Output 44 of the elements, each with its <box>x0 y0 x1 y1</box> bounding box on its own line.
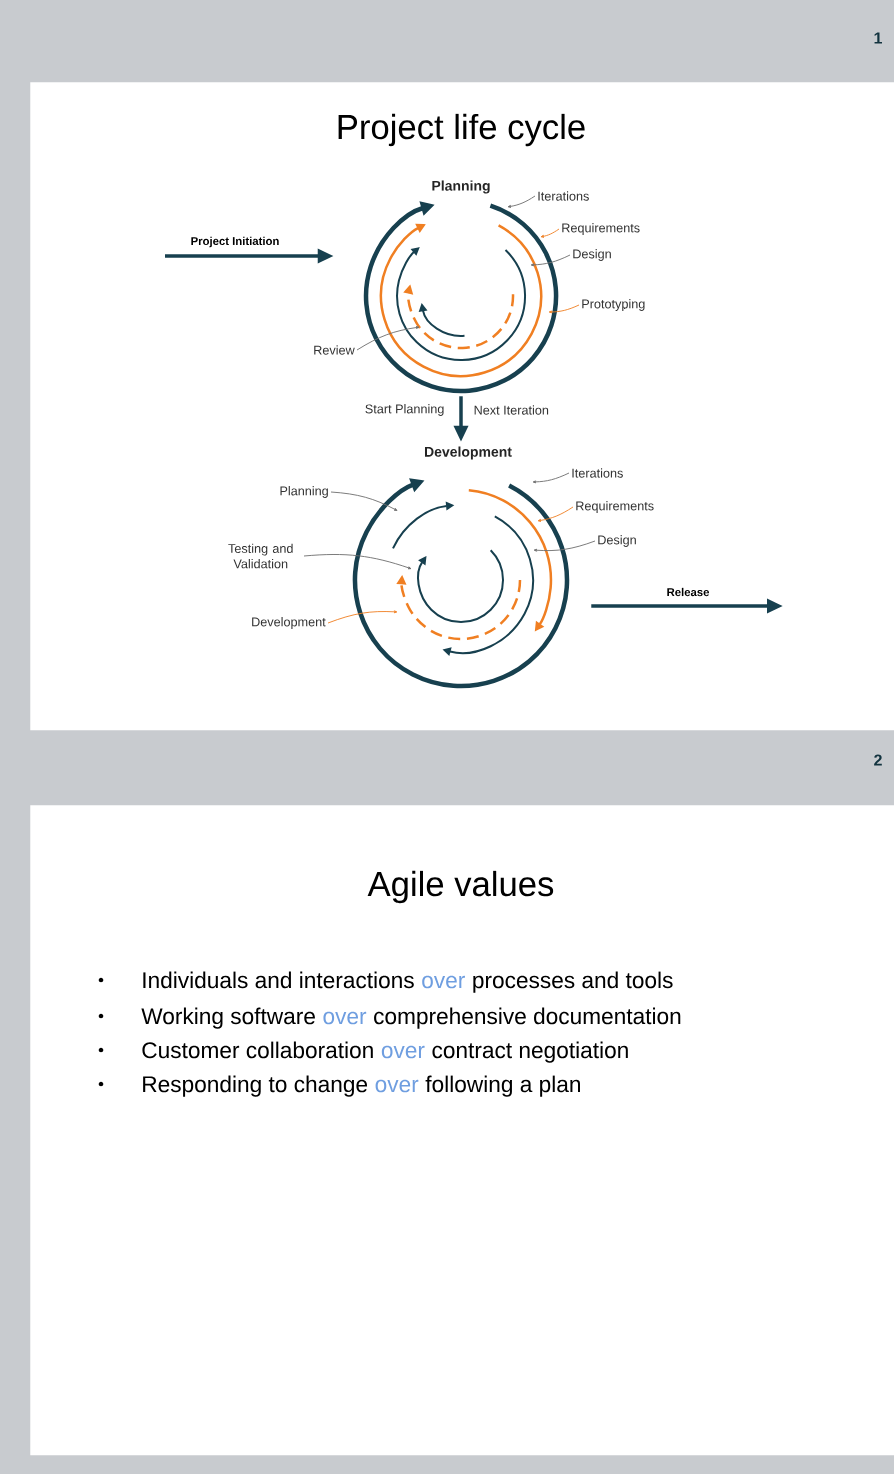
value-text: following a plan <box>425 1075 580 1097</box>
leader-line <box>356 326 420 351</box>
arrow-caption: Start Planning <box>365 404 444 416</box>
callout-label: Iterations <box>572 468 623 478</box>
callout-label: Design <box>573 249 611 261</box>
leader-line <box>537 506 574 522</box>
slide-number: 2 <box>874 754 882 766</box>
value-text: Responding to change <box>143 1075 368 1097</box>
leader-line <box>327 610 398 624</box>
callout-label: Development <box>252 617 326 629</box>
value-text: comprehensive documentation <box>374 1007 681 1029</box>
edge-label: Release <box>667 587 710 597</box>
value-text: over <box>381 1045 425 1059</box>
cycle-heading: Development <box>425 446 512 460</box>
value-text: over <box>323 1011 367 1025</box>
value-text: over <box>375 1079 419 1093</box>
callout-label: Prototyping <box>582 299 645 311</box>
leader-line <box>533 540 596 552</box>
leader-line <box>303 554 412 570</box>
slide-title: Agile values <box>367 870 554 904</box>
callout-label: Review <box>314 345 355 355</box>
cycle-heading: Planning <box>432 180 490 194</box>
leader-line <box>540 228 560 238</box>
callout-label: Testing and Validation <box>228 543 293 569</box>
slide-number: 1 <box>874 32 882 44</box>
value-text: over <box>422 975 465 989</box>
arrow-caption: Next Iteration <box>474 405 549 415</box>
callout-label: Planning <box>280 486 328 498</box>
leader-line <box>532 472 570 484</box>
slide-title: Project life cycle <box>338 113 585 147</box>
leader-line <box>330 491 398 511</box>
value-text: contract negotiation <box>432 1041 628 1063</box>
value-text: processes and tools <box>473 971 673 993</box>
edge-label: Project Initiation <box>191 236 279 248</box>
leader-line <box>507 195 536 208</box>
value-text: Customer collaboration <box>142 1041 373 1059</box>
callout-label: Requirements <box>576 501 654 513</box>
callout-label: Design <box>598 535 636 547</box>
value-text: Working software <box>141 1007 315 1029</box>
leader-line <box>548 304 580 314</box>
leader-line <box>530 254 571 267</box>
callout-label: Iterations <box>538 191 589 201</box>
value-text: Individuals and interactions <box>143 971 414 989</box>
callout-label: Requirements <box>562 223 640 235</box>
